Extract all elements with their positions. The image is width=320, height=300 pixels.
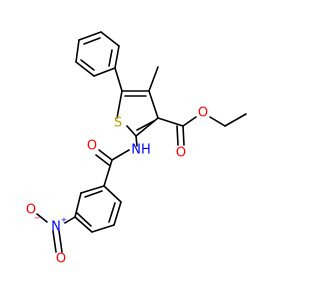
bond xyxy=(78,31,102,41)
bond xyxy=(98,149,113,161)
bond xyxy=(36,213,48,223)
bond xyxy=(95,154,110,166)
amide-oxygen-label: O xyxy=(87,139,97,154)
bond xyxy=(182,116,197,127)
bond xyxy=(75,39,80,63)
bond xyxy=(74,192,82,218)
bond xyxy=(100,31,120,47)
ester-ether-oxygen-label: O xyxy=(198,106,208,121)
bond xyxy=(75,61,95,77)
bond xyxy=(103,185,122,203)
bond xyxy=(136,120,155,131)
bond xyxy=(76,212,92,227)
nitro-oxide-charge: − xyxy=(34,214,41,223)
bond xyxy=(93,67,116,77)
bond xyxy=(113,201,122,226)
atom-labels: S O O O NH N + O O − xyxy=(26,106,208,267)
bond xyxy=(114,67,123,92)
bond xyxy=(111,149,130,161)
bond xyxy=(157,117,184,127)
ester-carbonyl-oxygen-label: O xyxy=(176,146,186,161)
bond xyxy=(52,230,57,253)
bond xyxy=(114,45,120,69)
bond xyxy=(176,125,179,146)
bond xyxy=(135,135,138,147)
nitro-oxygen-label: O xyxy=(56,252,66,267)
bond xyxy=(103,159,113,187)
sulfur-atom-label: S xyxy=(114,116,122,131)
bond xyxy=(182,125,185,146)
bond xyxy=(74,216,93,233)
bond xyxy=(64,216,76,224)
bond xyxy=(108,202,116,223)
amide-nitrogen-label: NH xyxy=(131,143,151,158)
bond xyxy=(148,90,159,119)
bond xyxy=(58,230,63,253)
bonds xyxy=(36,31,247,253)
bond xyxy=(84,190,103,198)
nitro-oxide-oxygen-label: O xyxy=(26,203,36,218)
nitro-nitrogen-charge: + xyxy=(61,216,68,225)
bond xyxy=(108,49,113,67)
bond xyxy=(209,116,226,127)
bond xyxy=(148,66,159,92)
molecule-structure-diagram: S O O O NH N + O O − xyxy=(26,31,247,267)
bond xyxy=(80,59,95,71)
bond xyxy=(126,125,137,137)
nitro-nitrogen-label: N xyxy=(51,220,61,235)
bond xyxy=(80,185,105,194)
bond xyxy=(91,224,115,233)
bond xyxy=(116,90,123,119)
bond xyxy=(83,37,101,45)
bond xyxy=(224,113,247,127)
